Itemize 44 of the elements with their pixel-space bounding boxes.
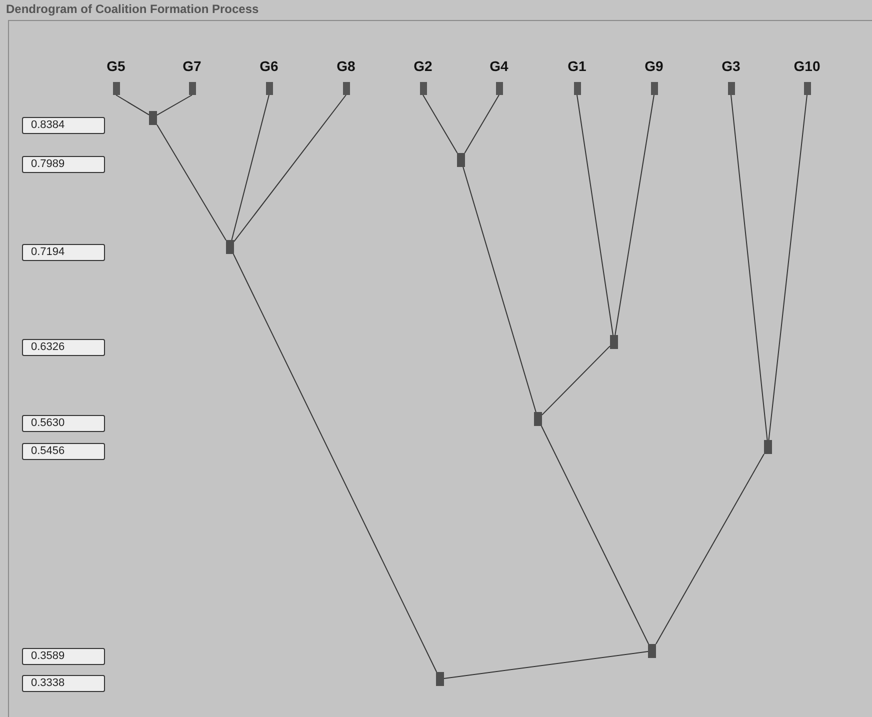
merge-marker (226, 240, 234, 254)
similarity-value: 0.6326 (22, 339, 105, 356)
tree-branch (234, 94, 346, 242)
merge-marker (610, 335, 618, 349)
similarity-value: 0.8384 (22, 117, 105, 134)
tree-branch (116, 94, 150, 116)
tree-branch (156, 94, 192, 116)
tree-branch (540, 426, 650, 644)
tree-branch (232, 254, 438, 672)
tree-branch (768, 94, 808, 440)
leaf-label: G8 (336, 58, 356, 74)
leaf-label: G5 (106, 58, 126, 74)
tree-branch (231, 94, 270, 240)
merge-marker (534, 412, 542, 426)
diagram-title: Dendrogram of Coalition Formation Process (6, 2, 259, 16)
tree-branch (462, 166, 536, 412)
leaf-label: G4 (490, 58, 508, 74)
merge-marker (648, 644, 656, 658)
merge-marker (149, 111, 157, 125)
similarity-value: 0.3338 (22, 675, 105, 692)
tree-branch (422, 94, 458, 154)
similarity-value: 0.3589 (22, 648, 105, 665)
leaf-label: G10 (794, 58, 820, 74)
similarity-value: 0.5630 (22, 415, 105, 432)
leaf-label: G6 (260, 58, 278, 74)
leaf-label: G2 (414, 58, 432, 74)
tree-branch (576, 94, 614, 336)
leaf-label: G1 (568, 58, 586, 74)
leaf-label: G3 (722, 58, 740, 74)
tree-branch (614, 94, 654, 336)
merge-marker (436, 672, 444, 686)
tree-branch (156, 124, 226, 241)
tree-branch (730, 94, 768, 440)
leaf-label: G9 (644, 58, 664, 74)
tree-branch (444, 651, 648, 679)
merge-marker (457, 153, 465, 167)
similarity-value: 0.5456 (22, 443, 105, 460)
tree-branch (542, 346, 610, 416)
tree-branch (655, 454, 765, 644)
tree-branch (464, 94, 500, 154)
merge-marker (764, 440, 772, 454)
leaf-label: G7 (182, 58, 202, 74)
similarity-value: 0.7194 (22, 244, 105, 261)
similarity-value: 0.7989 (22, 156, 105, 173)
